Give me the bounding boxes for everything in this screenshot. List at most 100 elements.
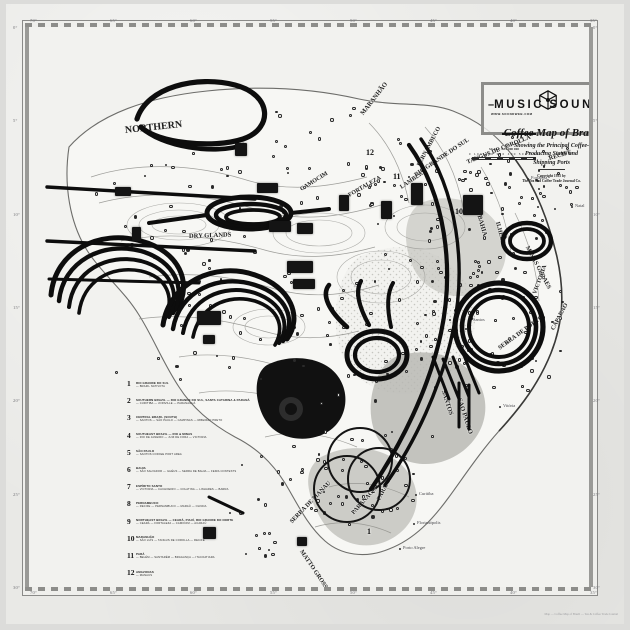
coffee-point-dot <box>133 215 138 219</box>
legend-entry-body: RIO GRANDE DO SUL— BRAZIL NATIVOTA <box>136 381 169 389</box>
cube-icon <box>539 90 557 110</box>
graticule-top-label: 45° <box>430 18 438 23</box>
coffee-point-dot <box>439 271 443 275</box>
coffee-point-dot <box>292 358 297 363</box>
legend-entry-body: ESPÍRITO SANTO— VICTORIA — CACHOEIRO — C… <box>136 484 229 492</box>
coffee-point-dot <box>316 307 320 311</box>
coffee-point-dot <box>405 369 409 374</box>
legend-entry-body: AMAZONAS— MANAUS <box>136 570 154 578</box>
coffee-point-dot <box>519 195 523 200</box>
coffee-point-dot <box>498 256 502 260</box>
coffee-point-dot <box>448 361 452 365</box>
coffee-point-dot <box>317 453 321 456</box>
coffee-point-dot <box>490 191 493 195</box>
coffee-point-dot <box>431 280 435 284</box>
coffee-point-dot <box>404 198 408 202</box>
legend-entry-body: CENTRAL BRAZIL (SOUTH)— SANTOS — SÃO PAU… <box>136 415 222 423</box>
map-title-line: Coffee Map of Brazil <box>469 127 589 139</box>
coffee-point-dot <box>395 506 399 510</box>
coffee-point-dot <box>568 190 573 194</box>
legend-entry[interactable]: 13NORTHERN— RIO BRANCO <box>127 585 342 587</box>
legend-entry-detail: — BELÉM — SANTARÉM — BRAGANÇA — ITACOATI… <box>136 556 215 560</box>
coffee-point-dot <box>285 166 290 170</box>
coffee-point-dot <box>286 171 290 175</box>
coffee-point-dot <box>308 167 312 171</box>
coffee-point-dot <box>408 258 413 263</box>
coffee-point-dot <box>184 251 188 256</box>
legend-entry[interactable]: 1 RIO GRANDE DO SUL— BRAZIL NATIVOTA <box>127 379 342 394</box>
legend-entry-number: 5 <box>127 447 131 457</box>
coffee-point-dot <box>434 338 437 341</box>
coffee-point-dot <box>558 183 563 187</box>
coffee-point-dot <box>407 175 411 179</box>
coffee-point-dot <box>477 264 481 269</box>
coffee-point-dot <box>398 298 402 302</box>
coffee-point-dot <box>150 164 153 167</box>
coffee-point-dot <box>267 548 271 552</box>
legend-entry-body: PERNAMBUCO— RECIFE — PERNAMBUCO — MARAÚ … <box>136 501 207 509</box>
coffee-point-dot <box>197 293 202 297</box>
coffee-point-dot <box>561 300 564 304</box>
coffee-point-dot <box>328 320 332 325</box>
copyright-line-2: The Tea and Coffee Trade Journal Co. <box>522 179 581 184</box>
coffee-point-dot <box>521 385 524 388</box>
graticule-bottom-label: 50° <box>350 590 358 595</box>
graticule-top-label: 35° <box>590 18 598 23</box>
coffee-point-dot <box>414 347 419 351</box>
coffee-point-dot <box>370 203 374 207</box>
coffee-point-dot <box>330 118 334 122</box>
graticule-right-label: 30° <box>593 585 601 590</box>
coffee-point-dot <box>504 143 508 147</box>
coffee-point-dot <box>558 289 563 294</box>
graticule-left-label: 25° <box>13 491 21 497</box>
coffee-point-dot <box>192 152 195 155</box>
brand-logo[interactable]: – MUSIC SOUND – <box>488 95 589 115</box>
logo-dash-left: – <box>488 99 495 111</box>
city-dot <box>527 178 530 181</box>
connector-box <box>197 311 221 325</box>
coffee-point-dot <box>187 304 191 308</box>
coffee-point-dot <box>510 135 514 139</box>
coffee-point-dot <box>500 207 505 211</box>
legend-entry-heading: NORTHEAST BRAZIL — CEARÁ, PIAUÍ, RIO GRA… <box>136 518 234 522</box>
coffee-point-dot <box>352 106 356 111</box>
coffee-point-dot <box>436 266 441 271</box>
coffee-point-dot <box>547 375 551 379</box>
coffee-point-dot <box>361 173 365 177</box>
coffee-point-dot <box>288 477 293 482</box>
coffee-point-dot <box>175 365 179 369</box>
coffee-point-dot <box>367 186 371 190</box>
coffee-point-dot <box>495 270 499 274</box>
graticule-top-label: 50° <box>350 18 358 23</box>
legend-entry-number: 3 <box>127 413 131 423</box>
legend-entry-number: 6 <box>127 464 131 474</box>
graticule-bottom-label: 35° <box>590 590 598 595</box>
coffee-point-dot <box>238 170 242 174</box>
coffee-point-dot <box>542 185 546 188</box>
legend-entry-number: 1 <box>127 379 131 388</box>
coffee-point-dot <box>435 225 440 229</box>
legend-entry-number: 4 <box>127 430 131 440</box>
connector-box <box>257 183 278 193</box>
coffee-point-dot <box>507 336 511 341</box>
coffee-point-dot <box>486 182 490 186</box>
coffee-point-dot <box>373 399 378 403</box>
coffee-point-dot <box>477 170 481 174</box>
coffee-point-dot <box>464 177 467 181</box>
coffee-point-dot <box>232 356 236 360</box>
city-label: Florianópolis <box>417 520 441 525</box>
legend-entry[interactable]: 3 CENTRAL BRAZIL (SOUTH)— SANTOS — SÃO PA… <box>127 413 342 428</box>
map-number-marker: 11 <box>393 172 401 181</box>
coffee-point-dot <box>468 276 473 280</box>
